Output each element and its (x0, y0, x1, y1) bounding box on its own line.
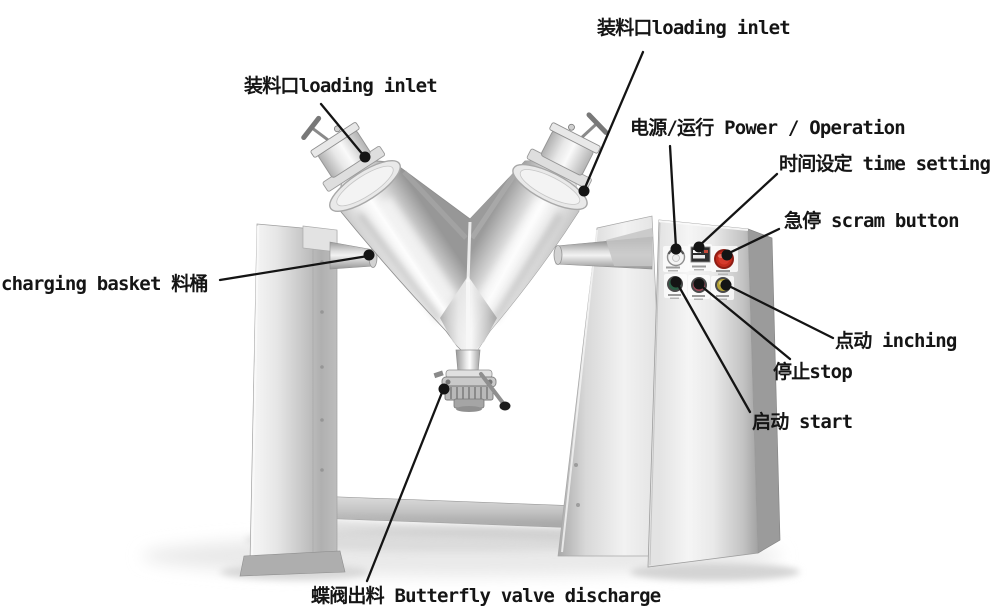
leader-dot (693, 278, 705, 290)
right-arm-cap (512, 163, 588, 211)
leader-line (319, 102, 366, 158)
panel-micro-labels (666, 265, 730, 300)
leader-line (697, 172, 779, 248)
left-support-column (239, 223, 346, 577)
leader-line (582, 50, 645, 192)
right-loading-inlet-cap (526, 112, 609, 189)
leader-dot (720, 279, 732, 291)
right-support-column (557, 215, 669, 557)
butterfly-valve (433, 349, 511, 412)
leader-dot (693, 241, 705, 253)
leader-dot (363, 249, 375, 261)
annotation-time-setting: 时间设定 time setting (779, 153, 991, 175)
leader-line (218, 254, 370, 282)
leader-dot (670, 276, 682, 288)
leader-dots (359, 151, 733, 395)
leader-dot (438, 383, 450, 395)
leader-line (668, 144, 678, 250)
annotation-power-operation: 电源/运行 Power / Operation (630, 117, 906, 139)
annotation-stop: 停止stop (773, 361, 853, 383)
leader-line (365, 388, 445, 583)
annotation-inching: 点动 inching (835, 330, 957, 352)
leader-line (725, 283, 835, 340)
leader-lines (218, 50, 835, 583)
leader-dot (670, 243, 682, 255)
annotation-loading-inlet-left: 装料口loading inlet (244, 75, 438, 97)
v-mixer-vessel (301, 112, 609, 358)
annotation-charging-basket: charging basket 料桶 (1, 273, 208, 295)
leader-line (725, 227, 781, 256)
annotation-scram-button: 急停 scram button (784, 210, 960, 232)
annotation-butterfly-valve-discharge: 蝶阀出料 Butterfly valve discharge (311, 585, 661, 607)
v-vessel-right-arm-shade (468, 160, 579, 357)
leader-dot (578, 185, 590, 197)
control-cabinet (647, 219, 781, 568)
leader-line (675, 281, 752, 414)
right-trunnion-shaft (553, 228, 653, 270)
annotation-start: 启动 start (752, 411, 853, 433)
leader-dot (721, 249, 733, 261)
leader-line (698, 283, 792, 361)
annotation-loading-inlet-top: 装料口loading inlet (597, 17, 791, 39)
left-arm-cap (329, 160, 401, 212)
valve-handle (479, 372, 511, 411)
leader-dot (359, 151, 371, 163)
